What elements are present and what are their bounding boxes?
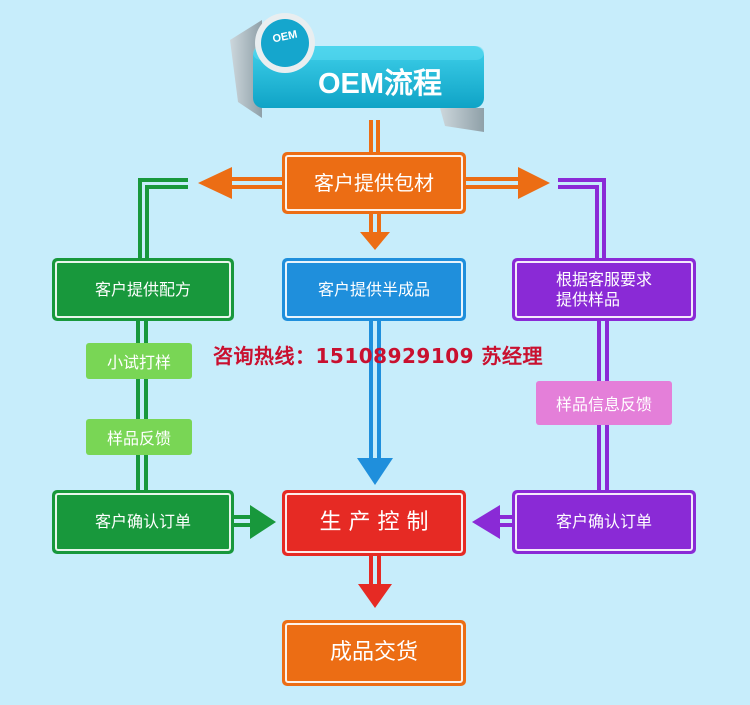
connector-green-top (138, 178, 188, 258)
node-confirm-right-label: 客户确认订单 (555, 512, 652, 531)
step-sample-feedback-label: 样品反馈 (106, 429, 171, 448)
step-trial: 小试打样 (86, 343, 192, 379)
arrow-packaging-down (360, 213, 390, 250)
node-custom-sample: 根据客服要求 提供样品 (512, 258, 696, 321)
hotline-text: 咨询热线：15108929109 苏经理 (213, 344, 544, 368)
connector-green-vertical (136, 320, 148, 492)
step-sample-info-feedback-label: 样品信息反馈 (555, 395, 652, 414)
node-custom-sample-text: 根据客服要求 提供样品 (556, 270, 652, 310)
node-custom-sample-line1: 根据客服要求 (555, 269, 652, 289)
step-sample-feedback: 样品反馈 (86, 419, 192, 455)
arrow-purple-to-production (472, 505, 518, 539)
oem-badge (255, 13, 315, 73)
node-confirm-left: 客户确认订单 (52, 490, 234, 554)
node-delivery: 成品交货 (282, 620, 466, 686)
node-confirm-right: 客户确认订单 (512, 490, 696, 554)
node-client-semi: 客户提供半成品 (282, 258, 466, 321)
node-delivery-label: 成品交货 (329, 640, 418, 666)
arrow-production-to-delivery (358, 556, 392, 608)
node-client-formula: 客户提供配方 (52, 258, 234, 321)
diagram-title: OEM流程 (318, 68, 443, 100)
node-confirm-left-label: 客户确认订单 (94, 512, 191, 531)
node-client-semi-label: 客户提供半成品 (317, 279, 430, 299)
step-sample-info-feedback: 样品信息反馈 (536, 381, 672, 425)
node-custom-sample-line2: 提供样品 (555, 289, 620, 309)
node-client-formula-label: 客户提供配方 (94, 279, 191, 299)
node-production: 生 产 控 制 (282, 490, 466, 556)
arrow-packaging-left (198, 167, 282, 199)
arrow-packaging-right (465, 167, 550, 199)
node-production-label: 生 产 控 制 (319, 510, 429, 536)
connector-purple-top (558, 178, 606, 258)
step-trial-label: 小试打样 (106, 353, 171, 372)
arrow-green-to-production (233, 505, 276, 539)
node-client-packaging-label: 客户提供包材 (314, 170, 434, 195)
arrow-semi-to-production (357, 320, 393, 485)
connector-title-to-packaging (369, 120, 380, 154)
node-client-packaging: 客户提供包材 (282, 152, 466, 214)
